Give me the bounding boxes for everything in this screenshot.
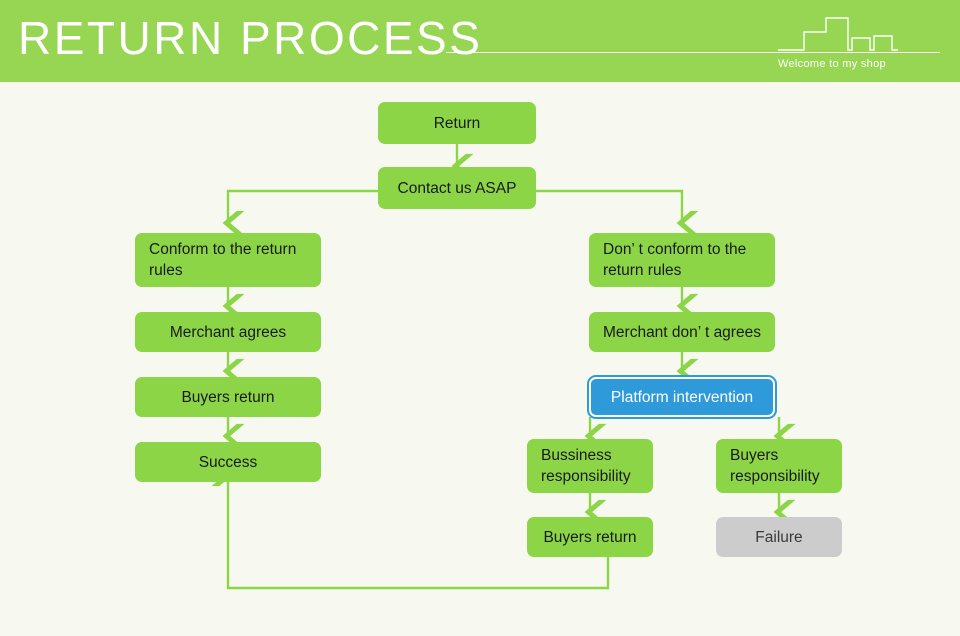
page-header: RETURN PROCESS Welcome to my shop xyxy=(0,0,960,82)
edge-contact-to-not-conform xyxy=(536,189,699,236)
header-tagline: Welcome to my shop xyxy=(778,58,886,70)
edge-contact-to-conform xyxy=(222,189,379,236)
node-label: Platform intervention xyxy=(610,388,754,406)
node-buyers-return-right[interactable]: Buyers return xyxy=(527,517,653,557)
node-success[interactable]: Success xyxy=(135,442,321,482)
node-label: Merchant don’ t agrees xyxy=(603,323,761,341)
node-label: Return xyxy=(433,114,481,132)
node-dont-conform-to-return-rules[interactable]: Don’ t conform to the return rules xyxy=(589,233,775,287)
node-label: Failure xyxy=(755,528,803,546)
node-merchant-agrees[interactable]: Merchant agrees xyxy=(135,312,321,352)
node-buyers-responsibility[interactable]: Buyers responsibility xyxy=(716,439,842,493)
node-contact-us-asap[interactable]: Contact us ASAP xyxy=(378,167,536,209)
node-label: Conform to the return rules xyxy=(149,241,297,279)
node-label: Contact us ASAP xyxy=(397,179,517,197)
node-label: Don’ t conform to the return rules xyxy=(603,241,747,279)
header-divider-line xyxy=(446,52,940,53)
flowchart-edges xyxy=(211,144,796,590)
node-label: Buyers return xyxy=(181,388,275,406)
page-title: RETURN PROCESS xyxy=(18,12,483,64)
node-buyers-return-left[interactable]: Buyers return xyxy=(135,377,321,417)
node-merchant-dont-agrees[interactable]: Merchant don’ t agrees xyxy=(589,312,775,352)
node-return[interactable]: Return xyxy=(378,102,536,144)
node-label: Success xyxy=(198,453,258,471)
node-failure[interactable]: Failure xyxy=(716,517,842,557)
node-label: Buyers responsibility xyxy=(730,447,820,485)
node-label: Merchant agrees xyxy=(169,323,287,341)
city-skyline-icon xyxy=(778,17,898,51)
node-conform-to-return-rules[interactable]: Conform to the return rules xyxy=(135,233,321,287)
node-platform-intervention[interactable]: Platform intervention xyxy=(589,377,775,417)
node-label: Bussiness responsibility xyxy=(541,447,631,485)
node-bussiness-responsibility[interactable]: Bussiness responsibility xyxy=(527,439,653,493)
flowchart-canvas: Return Contact us ASAP Conform to the re… xyxy=(0,82,960,636)
edge-buyers-return-right-to-success xyxy=(211,461,610,590)
node-label: Buyers return xyxy=(543,528,637,546)
